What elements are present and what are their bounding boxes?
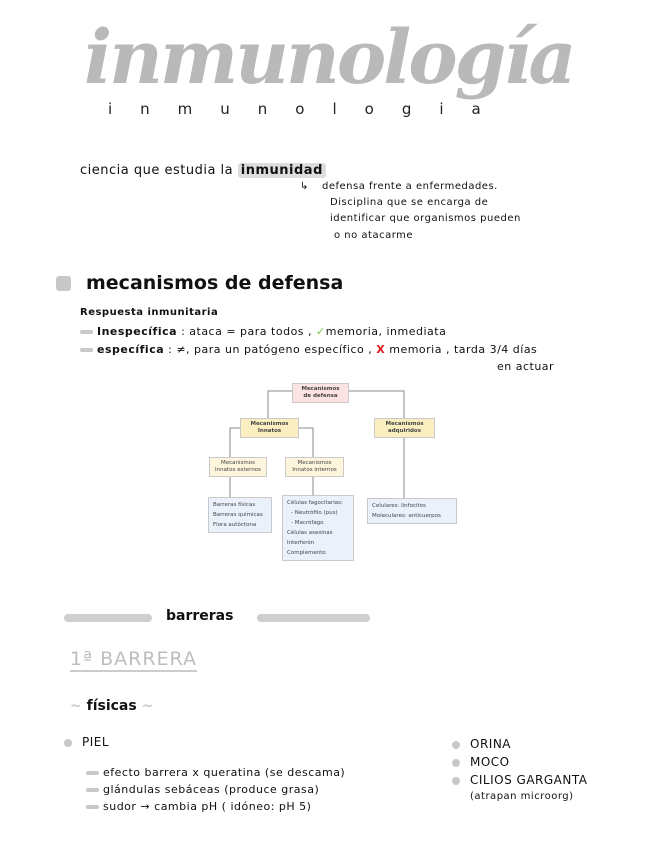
divider-bar (64, 614, 152, 622)
section-heading: barreras (166, 608, 234, 624)
definition-text: ciencia que estudia la (80, 163, 234, 178)
list-item: CILIOS GARGANTA (452, 773, 587, 787)
tilde-icon: ~ (141, 698, 154, 714)
bullet-square-icon (56, 276, 71, 291)
item-label: específica (97, 343, 165, 356)
diagram-node-internos: Mecanismos Innatos internos (285, 457, 344, 477)
item-text: sudor → cambia pH ( idóneo: pH 5) (103, 800, 312, 813)
diagram-list-item: - Neutrófilo (pus) (291, 510, 338, 516)
diagram-list-item: Moleculares: anticuerpos (372, 513, 441, 519)
definition-line: identificar que organismos pueden (330, 213, 521, 224)
diagram-list-item: Barreras químicas (213, 512, 263, 518)
definition-line: o no atacarme (334, 230, 414, 241)
diagram-list-item: Células fagocitarias: (287, 500, 343, 506)
item-text: glándulas sebáceas (produce grasa) (103, 783, 320, 796)
definition-line: Disciplina que se encarga de (330, 197, 489, 208)
diagram-node-root: Mecanismos de defensa (292, 383, 349, 403)
cross-icon: X (376, 343, 386, 356)
diagram-list-adquiridos: Celulares: linfocitos Moleculares: antic… (367, 498, 457, 524)
item-label: ORINA (470, 737, 512, 751)
list-item: PIEL (64, 735, 109, 749)
arrow-right-icon: ↳ (300, 181, 309, 192)
item-note: (atrapan microorg) (470, 791, 574, 802)
list-item: efecto barrera x queratina (se descama) (86, 766, 345, 779)
item-label: Inespecífica (97, 325, 178, 338)
diagram-list-item: Flora autóctona (213, 522, 257, 528)
divider-bar (257, 614, 370, 622)
subheading: Respuesta inmunitaria (80, 307, 219, 318)
item-text: : ≠, para un patógeno específico , (168, 343, 373, 356)
list-item: ORINA (452, 737, 511, 751)
page-title: inmunología (84, 15, 576, 101)
check-icon: ✓ (316, 325, 326, 338)
tilde-icon: ~ (70, 698, 82, 714)
subsection-heading: 1ª BARRERA (70, 648, 197, 672)
diagram-list-item: Células asesinas (287, 530, 333, 536)
highlight-term: inmunidad (237, 163, 326, 178)
list-item: MOCO (452, 755, 510, 769)
section-heading: mecanismos de defensa (86, 272, 344, 294)
diagram-list-item: Barreras físicas (213, 502, 256, 508)
list-item: sudor → cambia pH ( idóneo: pH 5) (86, 800, 311, 813)
item-label: MOCO (470, 755, 510, 769)
item-text: memoria, inmediata (325, 325, 447, 338)
diagram-node-innatos: Mecanismos Innatos (240, 418, 299, 438)
diagram-list-item: - Macrófago (291, 520, 324, 526)
diagram-list-item: Complemento (287, 550, 326, 556)
heading-text: físicas (86, 698, 137, 714)
definition-line: defensa frente a enfermedades. (322, 181, 498, 192)
item-text: : ataca = para todos , (181, 325, 313, 338)
item-text: en actuar (497, 360, 555, 373)
item-text: memoria , tarda 3/4 días (389, 343, 538, 356)
list-item: Inespecífica : ataca = para todos , ✓mem… (80, 325, 446, 338)
diagram-list-item: Celulares: linfocitos (372, 503, 426, 509)
diagram-list-internos: Células fagocitarias: - Neutrófilo (pus)… (282, 495, 354, 561)
fisicas-heading: ~ físicas ~ (70, 698, 153, 714)
list-item: glándulas sebáceas (produce grasa) (86, 783, 319, 796)
item-label: CILIOS GARGANTA (470, 773, 588, 787)
item-label: PIEL (82, 735, 110, 749)
diagram-node-adquiridos: Mecanismos adquiridos (374, 418, 435, 438)
diagram-list-item: Interferón (287, 540, 315, 546)
diagram-list-externos: Barreras físicas Barreras químicas Flora… (208, 497, 272, 533)
definition: ciencia que estudia la inmunidad (80, 163, 326, 178)
list-item: específica : ≠, para un patógeno específ… (80, 343, 537, 356)
item-text: efecto barrera x queratina (se descama) (103, 766, 346, 779)
diagram-node-externos: Mecanismos Innatos externos (209, 457, 267, 477)
page-title-spaced: inmunologia (108, 100, 509, 118)
